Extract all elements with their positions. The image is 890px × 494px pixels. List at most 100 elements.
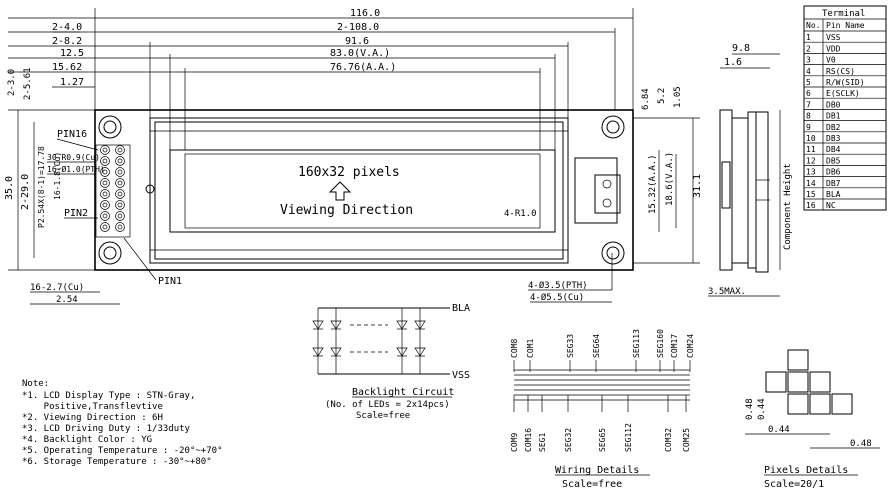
terminal-row-pin: DB7 — [826, 179, 841, 188]
terminal-row-pin: DB0 — [826, 100, 841, 109]
wiring-bottom-label: COM9 — [510, 433, 519, 452]
hole-pth: 4-Ø3.5(PTH) — [528, 280, 588, 291]
note-pth: 16-Ø1.0(PTH) — [47, 164, 105, 174]
wiring-bottom-label: COM32 — [664, 428, 673, 452]
terminal-row-no: 2 — [806, 44, 811, 53]
terminal-header-no: No. — [806, 21, 820, 30]
pin1-label: PIN1 — [158, 276, 182, 287]
terminal-row-no: 5 — [806, 78, 811, 87]
pin-pad — [100, 189, 110, 199]
pin-pad — [115, 156, 125, 166]
side-view: 9.8 1.6 Component Height 3.5MAX. — [708, 43, 793, 297]
arrow-up-icon — [328, 181, 352, 201]
note-line: *6. Storage Temperature : -30°~+80° — [22, 457, 212, 467]
corner-radius: 4-R1.0 — [504, 209, 537, 219]
dim-76-aa: 76.76(A.A.) — [330, 62, 396, 73]
hole-cu: 4-Ø5.5(Cu) — [530, 292, 584, 303]
terminal-row-pin: RS(CS) — [826, 67, 855, 76]
terminal-title: Terminal — [822, 9, 865, 19]
terminal-row-no: 4 — [806, 67, 811, 76]
dim-116: 116.0 — [350, 8, 380, 19]
pin-pad — [100, 222, 110, 232]
display-resolution: 160x32 pixels — [298, 165, 400, 180]
led-icon — [414, 347, 426, 357]
dim-5-2: 5.2 — [657, 88, 667, 104]
led-icon — [330, 320, 342, 330]
terminal-row-no: 3 — [806, 56, 811, 65]
terminal-row-pin: V0 — [826, 56, 836, 65]
led-icon — [312, 320, 324, 330]
backlight-title: Backlight Circuit — [352, 387, 454, 398]
wiring-top-label: COM24 — [686, 334, 695, 358]
wiring-bottom-label: SEG112 — [624, 423, 633, 452]
pin-pad — [115, 178, 125, 188]
dim-108: 2-108.0 — [337, 22, 379, 33]
pixel-dim-0-44b: 0.44 — [768, 425, 790, 435]
wiring-scale: Scale=free — [562, 479, 622, 490]
dim-35: 35.0 — [4, 176, 15, 200]
dim-18-6: 18.6(V.A.) — [665, 152, 675, 206]
dim-6-84: 6.84 — [641, 88, 651, 110]
wiring-top-label: COM1 — [526, 339, 535, 358]
terminal-row-pin: DB2 — [826, 123, 841, 132]
led-icon — [396, 320, 408, 330]
vss-label: VSS — [452, 370, 470, 381]
wiring-bottom-label: COM25 — [682, 428, 691, 452]
terminal-row-pin: NC — [826, 201, 836, 210]
pin-pad — [115, 145, 125, 155]
terminal-row-no: 9 — [806, 123, 811, 132]
component-height: Component Height — [783, 163, 793, 250]
pin-pad — [115, 189, 125, 199]
terminal-row-pin: DB6 — [826, 168, 841, 177]
dim-2-3: 2-3.0 — [7, 69, 17, 96]
terminal-row-no: 8 — [806, 112, 811, 121]
dim-2-5-61: 2-5.61 — [23, 67, 33, 100]
terminal-row-no: 6 — [806, 89, 811, 98]
pin-pad — [100, 178, 110, 188]
pin-pad — [115, 200, 125, 210]
dim-1-05: 1.05 — [673, 86, 683, 108]
note-line: Positive,Transflevtive — [22, 402, 163, 412]
note-line: *3. LCD Driving Duty : 1/33duty — [22, 424, 191, 434]
dim-pitch: P2.54X(8-1)=17.78 — [37, 146, 46, 228]
terminal-row-no: 13 — [806, 168, 816, 177]
pin-pad — [100, 145, 110, 155]
right-dimensions: 31.1 18.6(V.A.) 15.32(A.A.) 6.84 5.2 1.0… — [528, 86, 703, 303]
wiring-bottom-label: SEG65 — [598, 428, 607, 452]
wiring-top-label: SEG113 — [632, 329, 641, 358]
wiring-bottom-label: SEG32 — [564, 428, 573, 452]
dim-2-54: 2.54 — [56, 295, 78, 305]
pin-pad — [100, 211, 110, 221]
pin2-label: PIN2 — [64, 208, 88, 219]
wiring-top-label: COM8 — [510, 339, 519, 358]
wiring-title: Wiring Details — [555, 465, 639, 476]
led-icon — [396, 347, 408, 357]
terminal-row-no: 14 — [806, 179, 816, 188]
wiring-top-label: SEG33 — [566, 334, 575, 358]
pin-header — [95, 144, 131, 238]
terminal-row-pin: R/W(SID) — [826, 78, 865, 87]
terminal-row-no: 1 — [806, 33, 811, 42]
left-dimensions: 35.0 2-29.0 P2.54X(8-1)=17.78 16-1.8(Cu)… — [4, 109, 182, 305]
pixel-dim-0-44a: 0.44 — [757, 398, 767, 420]
dim-3-5-max: 3.5MAX. — [708, 287, 746, 297]
wiring-top-label: SEG64 — [592, 334, 601, 358]
terminal-row-no: 12 — [806, 156, 816, 165]
pin-pad — [115, 167, 125, 177]
terminal-row-no: 7 — [806, 100, 811, 109]
terminal-row-pin: E(SCLK) — [826, 89, 860, 98]
pixels-scale: Scale=20/1 — [764, 479, 824, 490]
note-line: *1. LCD Display Type : STN-Gray, — [22, 391, 195, 401]
terminal-row-pin: VSS — [826, 33, 841, 42]
pin-pad — [115, 211, 125, 221]
wiring-bottom-label: COM16 — [524, 428, 533, 452]
pin-pad — [100, 156, 110, 166]
note-line: *4. Backlight Color : YG — [22, 435, 152, 445]
dim-91-6: 91.6 — [345, 36, 369, 47]
dim-2-29: 2-29.0 — [20, 174, 31, 210]
pixel-dim-0-48b: 0.48 — [850, 439, 872, 449]
dim-16-2-7: 16-2.7(Cu) — [30, 283, 84, 293]
terminal-row-pin: VDD — [826, 44, 841, 53]
